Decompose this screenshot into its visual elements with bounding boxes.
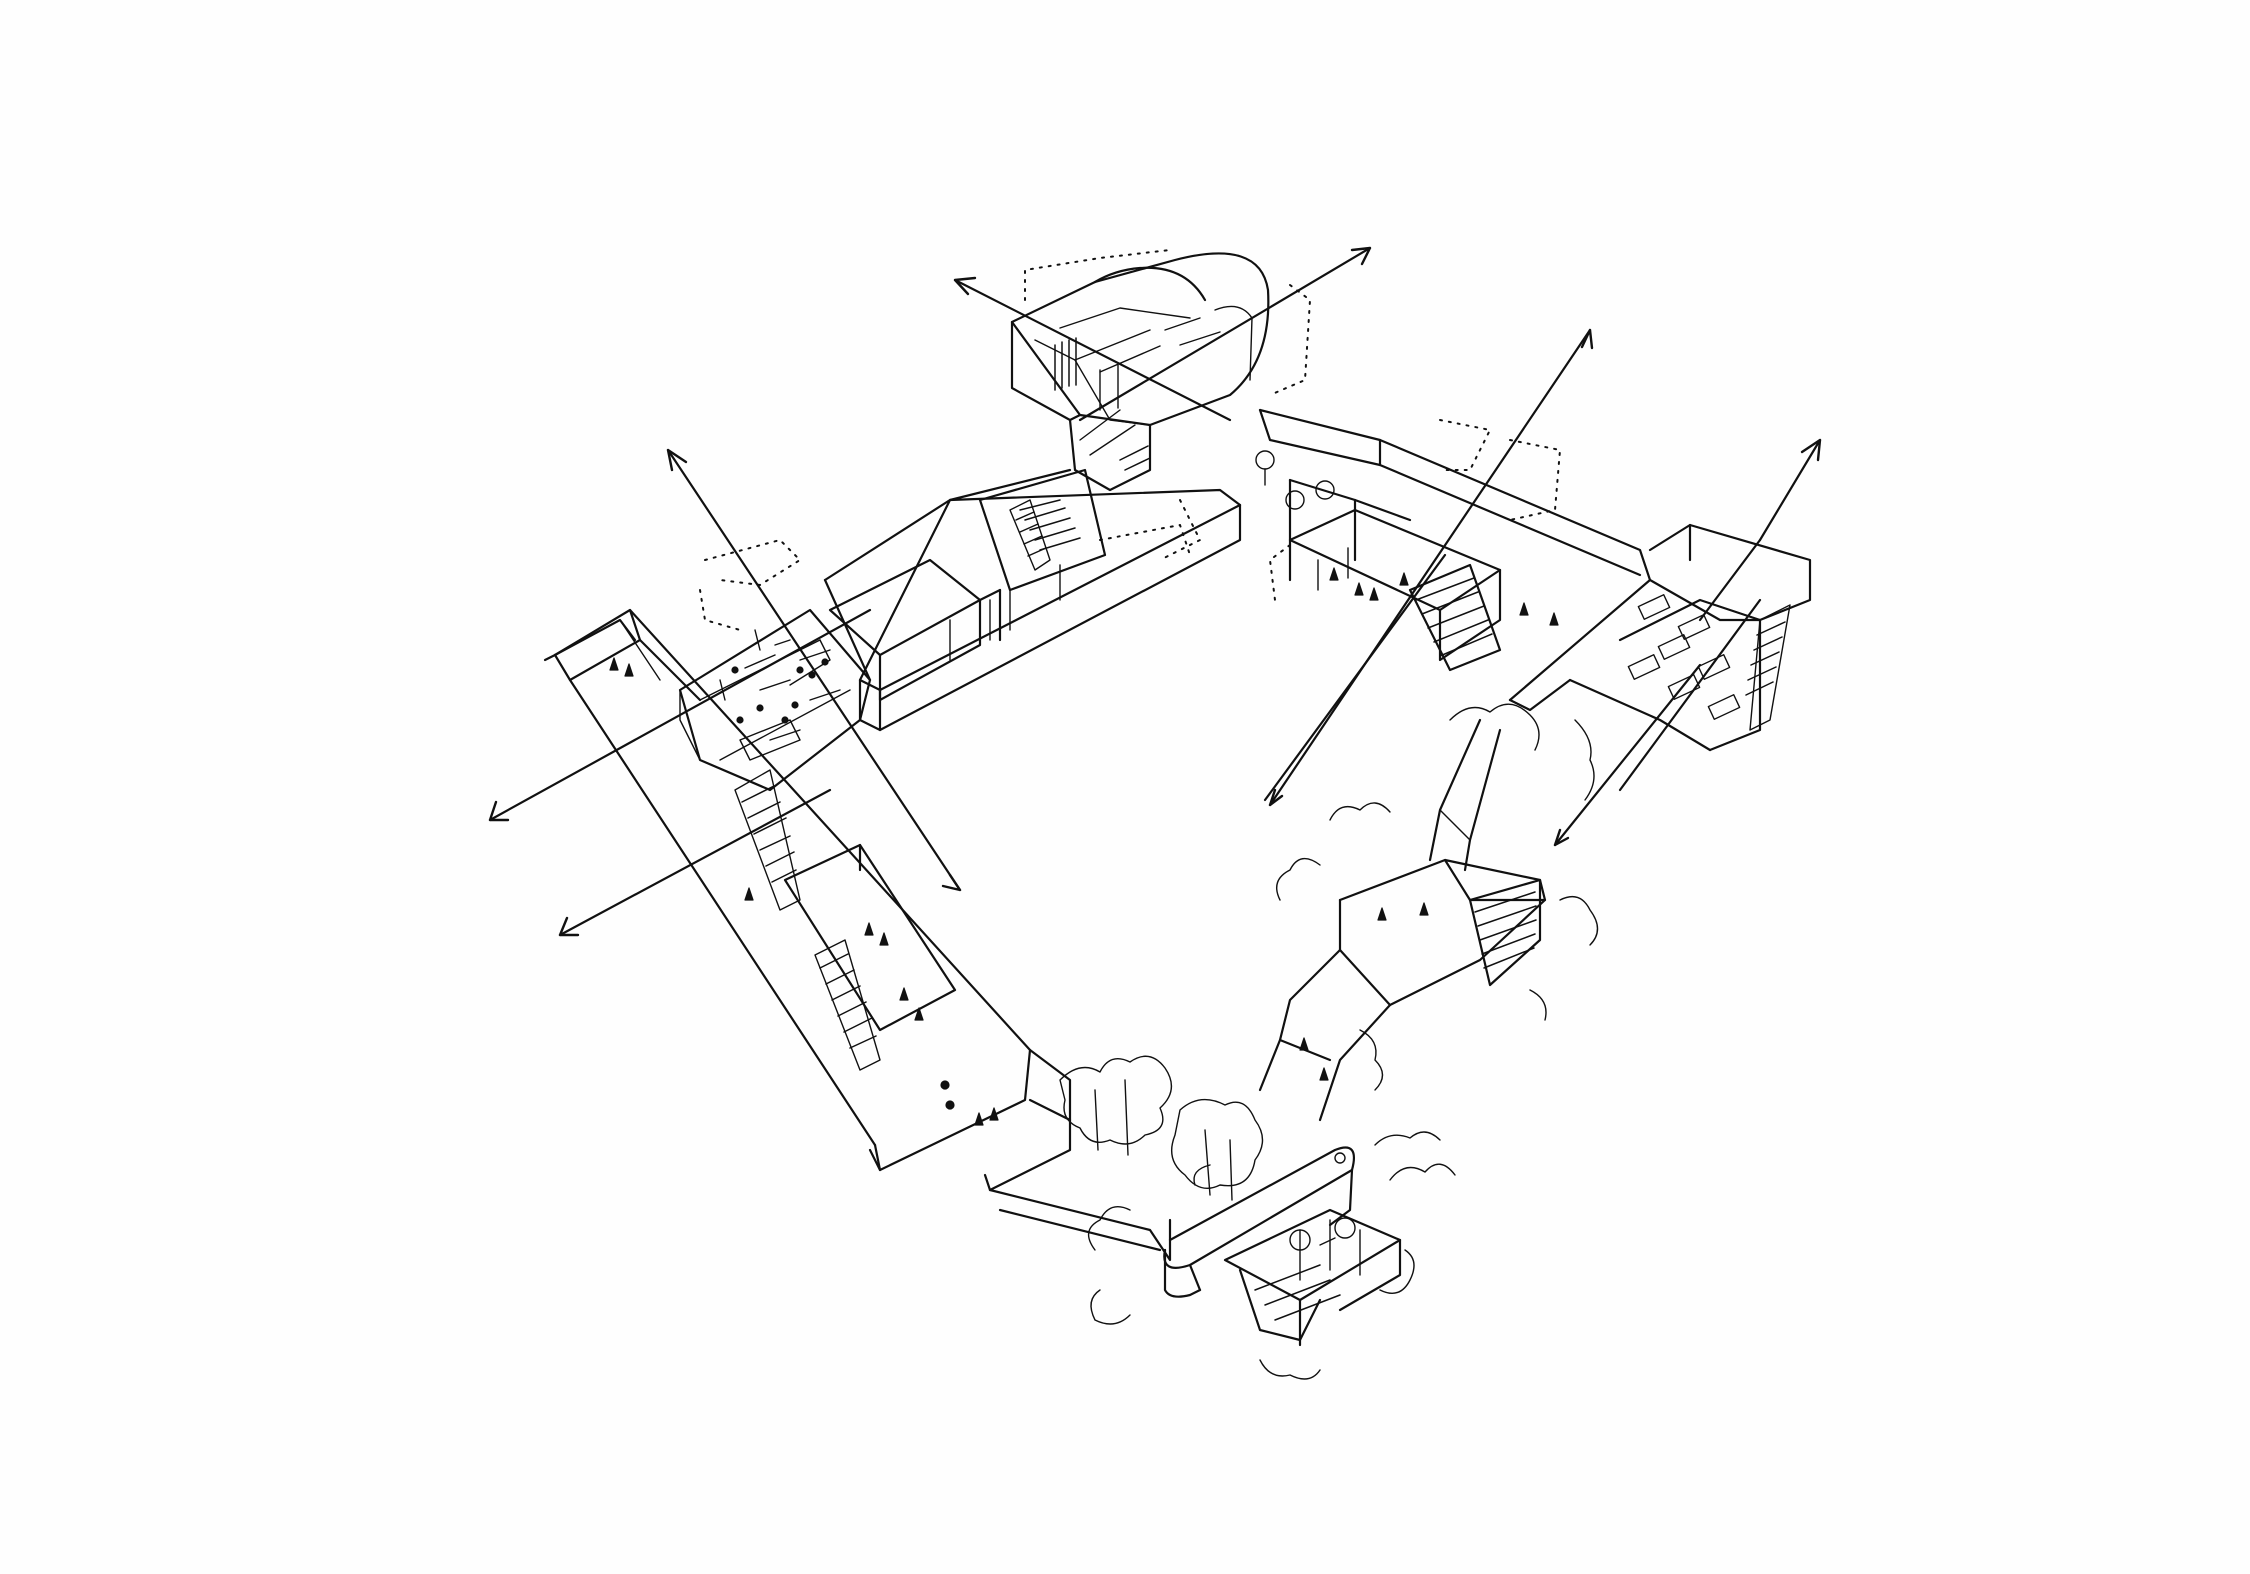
- rounded-tower: [953, 246, 1372, 492]
- west-wing: [553, 608, 1032, 1172]
- rounded-pavilion: [1087, 1131, 1456, 1380]
- south-east-wing: [1258, 703, 1599, 1122]
- left-bar: [543, 618, 661, 681]
- north-west-wing: [666, 448, 1242, 892]
- left-plaza: [488, 608, 872, 822]
- east-wing: [1255, 328, 1652, 807]
- east-block: [1508, 438, 1822, 847]
